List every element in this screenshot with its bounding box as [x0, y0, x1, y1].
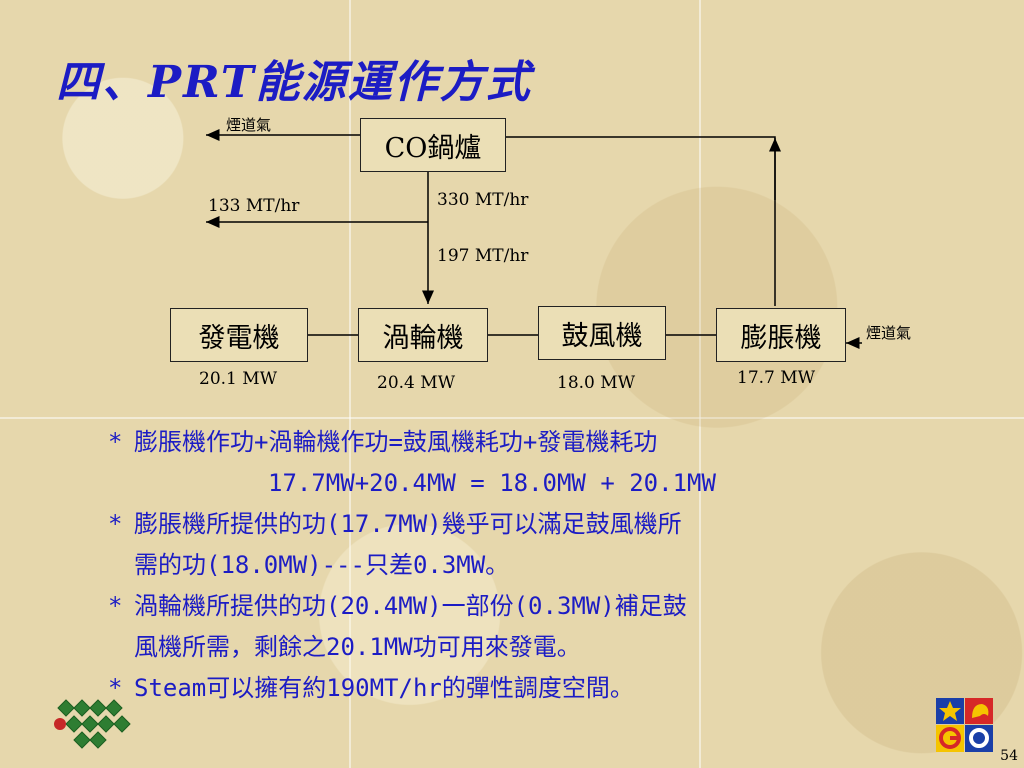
- bullet-continuation: 風機所需，剩餘之20.1MW功可用來發電。: [134, 633, 581, 661]
- bullet-text: 膨脹機所提供的功(17.7MW)幾乎可以滿足鼓風機所: [134, 510, 682, 538]
- flue-gas-right-label: 煙道氣: [866, 324, 912, 342]
- steam-out-label: 133 MT/hr: [208, 196, 300, 216]
- turbine-box: 渦輪機: [358, 308, 488, 362]
- generator-power: 20.1 MW: [199, 369, 278, 389]
- bullet-text: Steam可以擁有約190MT/hr的彈性調度空間。: [134, 674, 634, 702]
- bullet-continuation: 需的功(18.0MW)---只差0.3MW。: [134, 551, 510, 579]
- bullet-marker: *: [108, 510, 123, 538]
- steam-total-label: 330 MT/hr: [437, 190, 529, 210]
- steam-turbine-label: 197 MT/hr: [437, 246, 529, 266]
- page-number: 54: [1000, 748, 1018, 764]
- expander-box: 膨脹機: [716, 308, 846, 362]
- bullet-marker: *: [108, 674, 123, 702]
- generator-box: 發電機: [170, 308, 308, 362]
- go-logo-icon: [936, 698, 993, 752]
- blower-power: 18.0 MW: [557, 373, 636, 393]
- bullet-text: 渦輪機所提供的功(20.4MW)一部份(0.3MW)補足鼓: [134, 592, 687, 620]
- turbine-power: 20.4 MW: [377, 373, 456, 393]
- bullet-item: * 膨脹機所提供的功(17.7MW)幾乎可以滿足鼓風機所: [108, 504, 908, 545]
- bullet-equation: 17.7MW+20.4MW = 18.0MW + 20.1MW: [268, 469, 716, 497]
- bullet-text: 膨脹機作功+渦輪機作功=鼓風機耗功+發電機耗功: [134, 428, 658, 456]
- bullet-item: * Steam可以擁有約190MT/hr的彈性調度空間。: [108, 668, 908, 709]
- flue-gas-top-label: 煙道氣: [226, 116, 272, 134]
- bullet-item: * 膨脹機作功+渦輪機作功=鼓風機耗功+發電機耗功: [108, 422, 908, 463]
- company-emblem-icon: [54, 699, 131, 749]
- slide-title: 四、PRT能源運作方式: [56, 57, 532, 108]
- co-boiler-box: CO鍋爐: [360, 118, 506, 172]
- expander-power: 17.7 MW: [737, 368, 816, 388]
- blower-box: 鼓風機: [538, 306, 666, 360]
- expander-to-boiler-line: [505, 136, 776, 306]
- bullet-marker: *: [108, 428, 123, 456]
- bullet-list: * 膨脹機作功+渦輪機作功=鼓風機耗功+發電機耗功 17.7MW+20.4MW …: [108, 422, 908, 709]
- bullet-marker: *: [108, 592, 123, 620]
- bullet-item: * 渦輪機所提供的功(20.4MW)一部份(0.3MW)補足鼓: [108, 586, 908, 627]
